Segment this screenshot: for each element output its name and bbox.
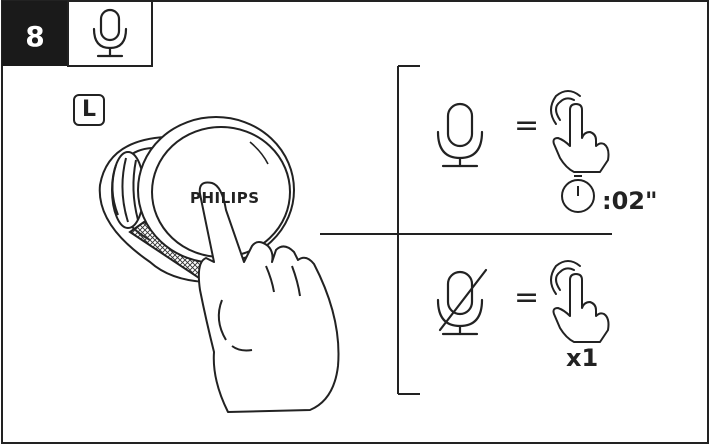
tap-count-label: x1 (566, 344, 599, 372)
microphone-icon (92, 8, 128, 58)
finger-pointing-icon (197, 181, 340, 413)
step-badge (2, 1, 68, 66)
hold-duration-label: :02" (602, 187, 658, 215)
tap-hand-icon (550, 260, 610, 344)
equals-sign: = (514, 108, 540, 143)
side-badge (73, 94, 105, 126)
bracket-divider (320, 65, 612, 395)
brand-logo-text: PHILIPS (190, 189, 260, 207)
step-icon-box (67, 0, 153, 67)
side-label: L (81, 97, 97, 122)
tap-hand-icon (550, 90, 610, 174)
stopwatch-icon (561, 175, 595, 213)
microphone-muted-icon (436, 268, 488, 336)
equals-sign: = (514, 280, 540, 315)
step-number: 8 (25, 20, 45, 53)
microphone-icon (436, 102, 484, 168)
